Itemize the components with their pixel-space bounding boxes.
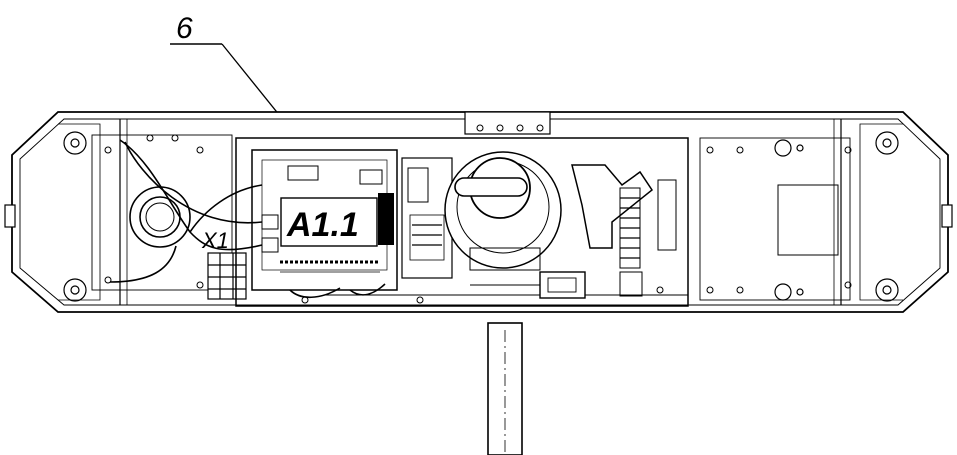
pressure-switch xyxy=(470,271,643,299)
right-panel xyxy=(699,137,851,301)
mounting-holes xyxy=(63,131,899,302)
board-label: A1.1 xyxy=(286,206,359,244)
screws xyxy=(104,124,852,304)
mounting-pole xyxy=(487,322,523,455)
board-label-box xyxy=(280,197,378,247)
wiring xyxy=(109,139,386,299)
bracket-assembly xyxy=(571,164,677,269)
control-board-a1-1: A1.1 xyxy=(251,149,398,291)
blower-motor xyxy=(444,151,562,271)
terminal-block-x1: X1 xyxy=(201,228,247,300)
callout-number: 6 xyxy=(176,12,193,45)
